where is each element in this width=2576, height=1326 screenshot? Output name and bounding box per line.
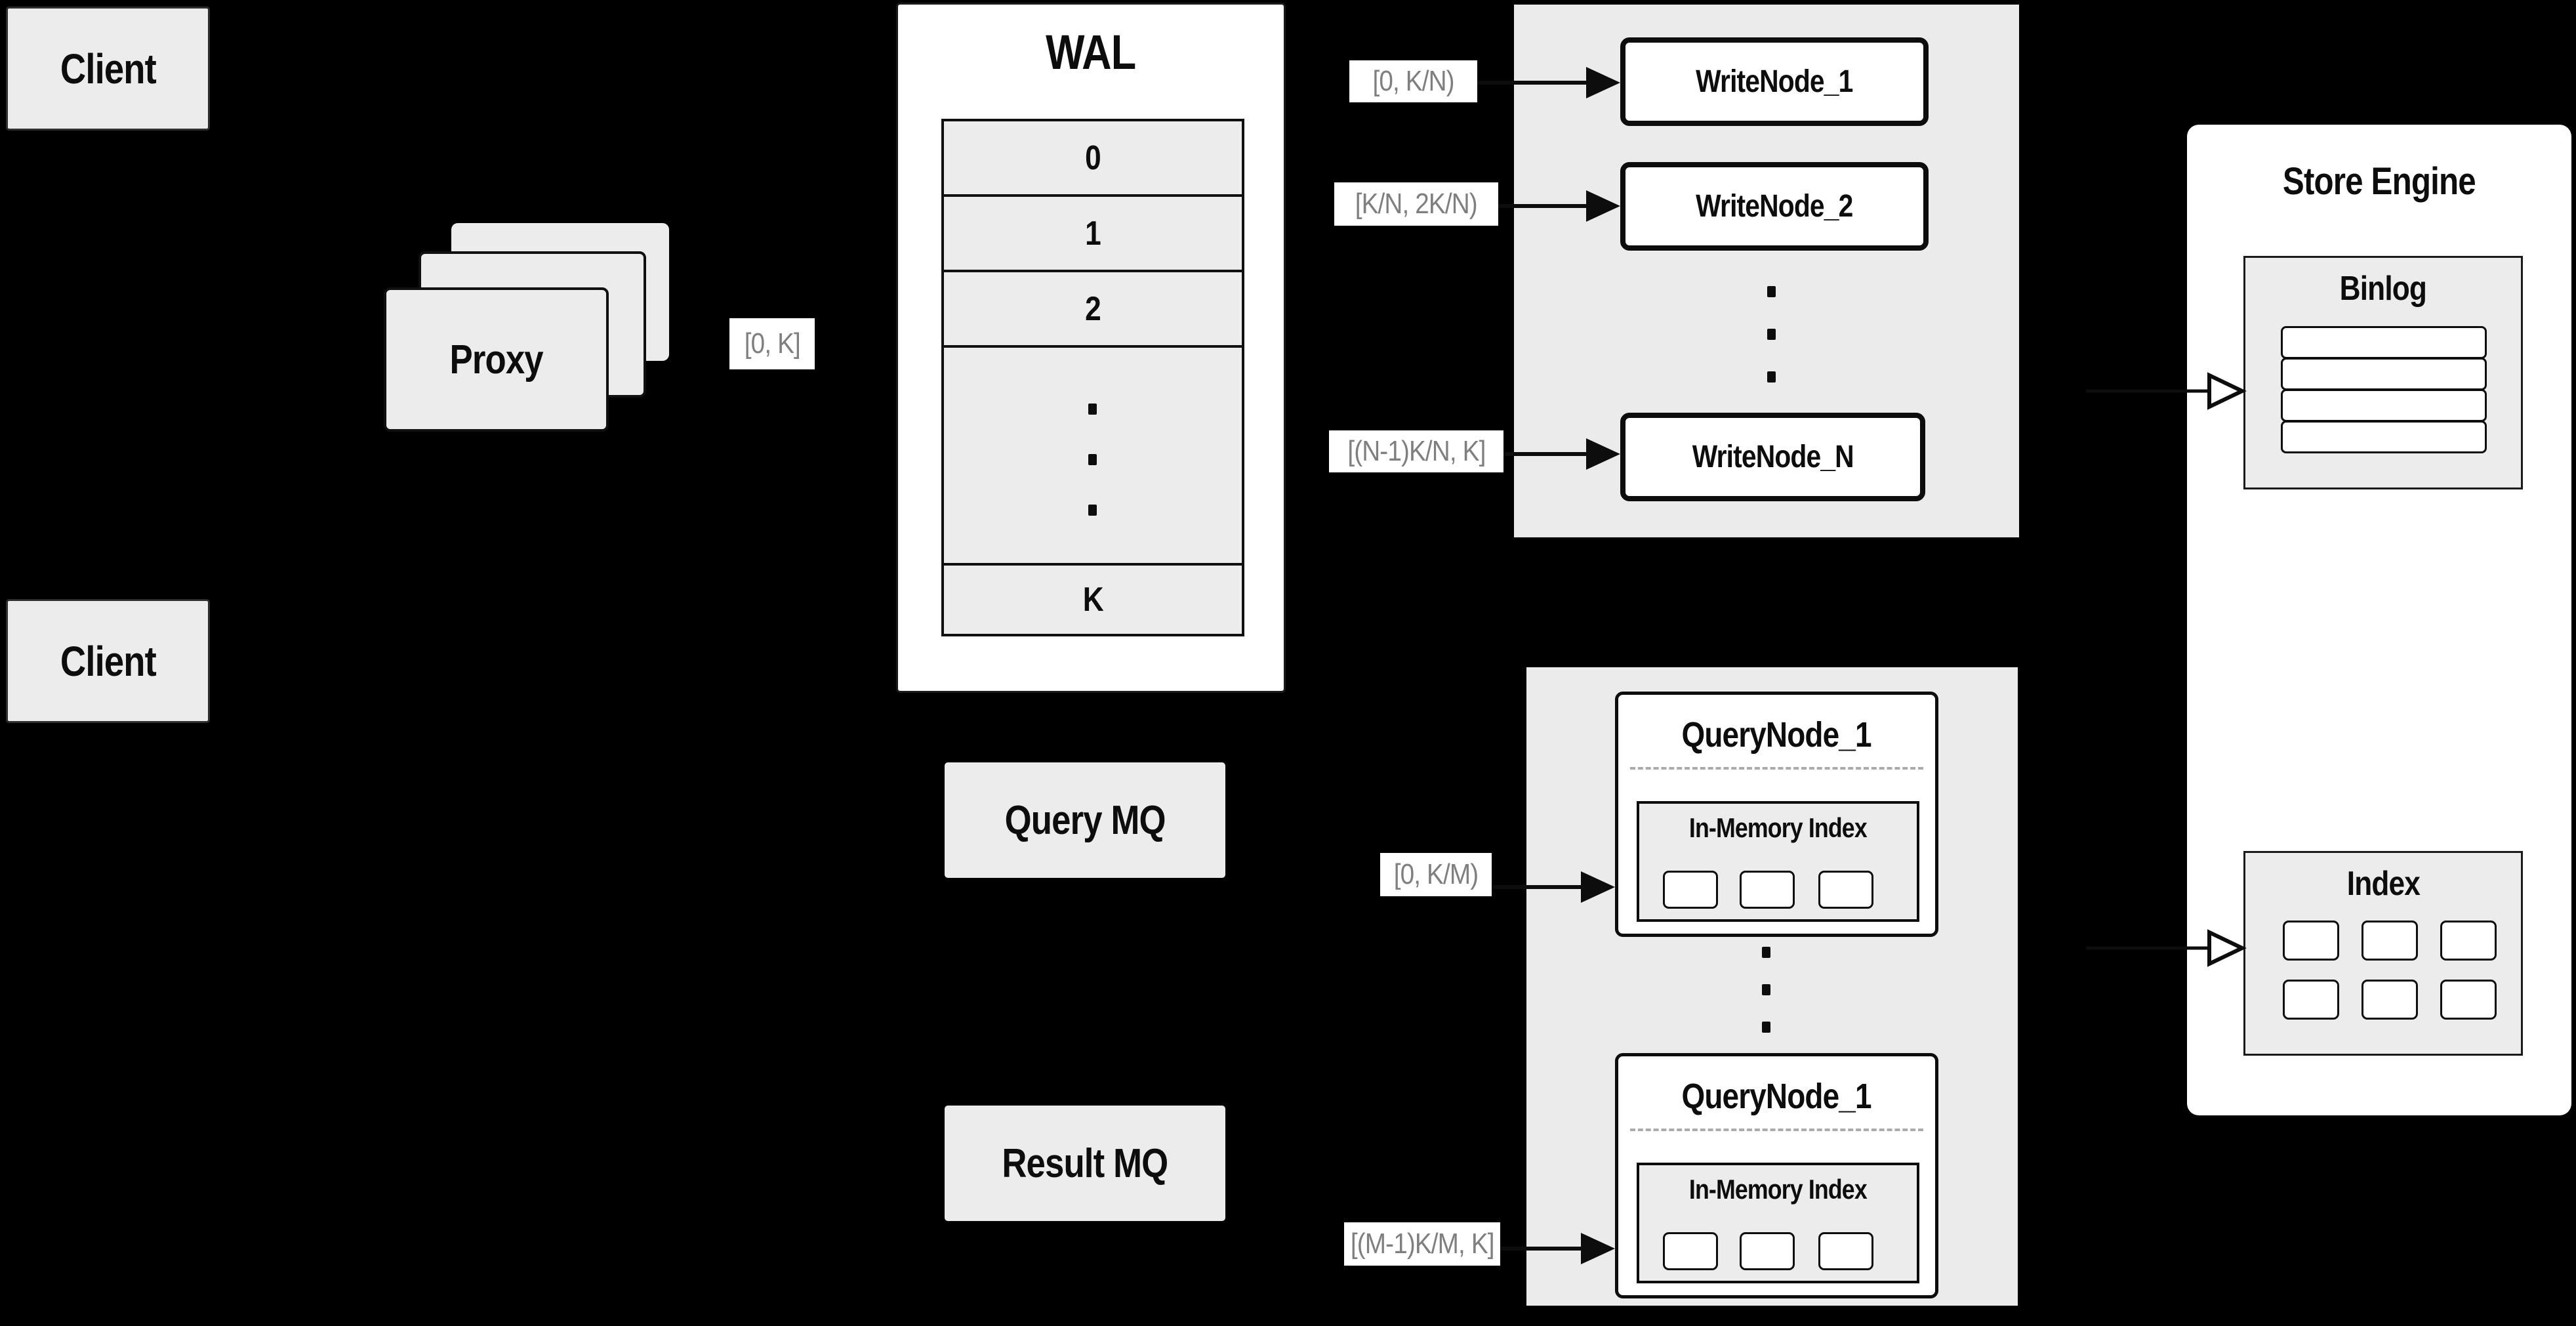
ellipsis-dot — [1762, 1022, 1770, 1033]
ellipsis-dot — [1088, 404, 1097, 415]
client-label: Client — [60, 637, 156, 685]
memory-segment — [1818, 871, 1873, 909]
store-engine-box: Store Engine Binlog Index — [2187, 125, 2571, 1115]
index-title: Index — [2346, 865, 2420, 903]
querynode-title: QueryNode_1 — [1681, 715, 1872, 755]
querynode-2-box: QueryNode_1 In-Memory Index — [1615, 1053, 1938, 1298]
in-memory-index-box: In-Memory Index — [1637, 1163, 1919, 1283]
binlog-box: Binlog — [2243, 256, 2523, 489]
wal-title: WAL — [1046, 24, 1136, 79]
memory-segment — [1818, 1232, 1873, 1270]
wal-table: 0 1 2 K — [941, 119, 1244, 636]
querynode-panel: QueryNode_1 In-Memory Index QueryNode_1 — [1526, 667, 2018, 1306]
index-cell — [2283, 980, 2339, 1020]
ellipsis-dot — [1767, 371, 1776, 383]
proxy-card-front: Proxy — [384, 287, 609, 432]
writenode-panel: WriteNode_1 WriteNode_2 WriteNode_N — [1514, 5, 2019, 537]
binlog-row — [2281, 358, 2487, 390]
client-label: Client — [60, 45, 156, 93]
ellipsis-dot — [1767, 286, 1776, 297]
ellipsis-dot — [1762, 984, 1770, 995]
writenode-2-box: WriteNode_2 — [1620, 162, 1929, 251]
ellipsis-dot — [1762, 947, 1770, 958]
range-label-querynode-m: [(M-1)K/M, K] — [1344, 1222, 1500, 1266]
querynode-1-box: QueryNode_1 In-Memory Index — [1615, 692, 1938, 937]
querynode-title: QueryNode_1 — [1681, 1077, 1872, 1116]
proxy-label: Proxy — [449, 337, 543, 383]
store-engine-title: Store Engine — [2283, 159, 2476, 203]
binlog-row — [2281, 326, 2487, 359]
range-label-writenode-n: [(N-1)K/N, K] — [1329, 430, 1503, 472]
binlog-row — [2281, 389, 2487, 422]
client-box-bottom: Client — [6, 599, 210, 723]
result-mq-box: Result MQ — [945, 1106, 1225, 1221]
in-memory-index-title: In-Memory Index — [1689, 812, 1868, 843]
index-cell — [2361, 980, 2418, 1020]
ellipsis-dot — [1767, 329, 1776, 340]
wal-row-2: 2 — [944, 272, 1242, 348]
wal-row-0: 0 — [944, 121, 1242, 197]
wal-row-k: K — [944, 566, 1242, 634]
ellipsis-dot — [1088, 454, 1097, 465]
memory-segment — [1740, 1232, 1795, 1270]
wal-row-1: 1 — [944, 197, 1242, 272]
binlog-row — [2281, 421, 2487, 453]
ellipsis-dot — [1088, 505, 1097, 516]
range-label-querynode-1: [0, K/M) — [1380, 853, 1492, 896]
range-label-writenode-1: [0, K/N) — [1349, 60, 1477, 102]
writenode-n-box: WriteNode_N — [1620, 413, 1925, 501]
index-cell — [2440, 980, 2497, 1020]
memory-segment — [1740, 871, 1795, 909]
writenode-1-box: WriteNode_1 — [1620, 37, 1929, 126]
wal-box: WAL 0 1 2 K — [896, 3, 1286, 693]
client-box-top: Client — [6, 7, 210, 131]
query-mq-box: Query MQ — [945, 762, 1225, 878]
index-cell — [2440, 921, 2497, 961]
range-label-proxy-wal: [0, K] — [729, 318, 815, 369]
index-cell — [2283, 921, 2339, 961]
index-box: Index — [2243, 851, 2523, 1056]
memory-segment — [1663, 871, 1718, 909]
dashed-divider — [1630, 767, 1923, 770]
binlog-title: Binlog — [2339, 270, 2427, 308]
dashed-divider — [1630, 1129, 1923, 1131]
in-memory-index-title: In-Memory Index — [1689, 1174, 1868, 1205]
wal-row-ellipsis — [944, 348, 1242, 566]
index-cell — [2361, 921, 2418, 961]
range-label-writenode-2: [K/N, 2K/N) — [1334, 182, 1498, 226]
memory-segment — [1663, 1232, 1718, 1270]
range-label-text: [0, K] — [744, 327, 800, 360]
in-memory-index-box: In-Memory Index — [1637, 801, 1919, 922]
